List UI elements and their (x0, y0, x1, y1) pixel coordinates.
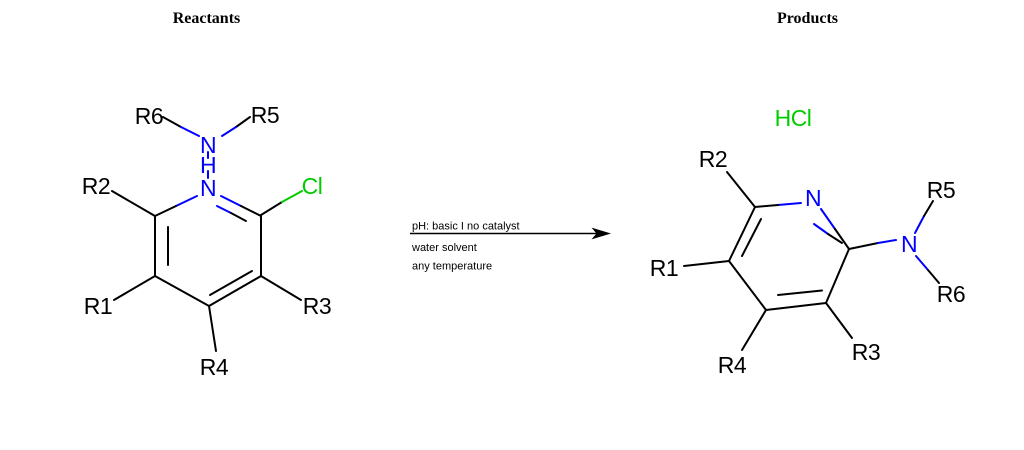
r5-label: R5 (927, 177, 955, 203)
chlorine-label: Cl (302, 173, 323, 199)
r3-label: R3 (852, 339, 880, 365)
bond-aminen-r5-blue (914, 215, 925, 234)
ring-nitrogen-label: N (200, 175, 216, 201)
product-structure: HCl R2 N R5 N R6 R1 R4 R3 (650, 105, 966, 378)
bond-r6-n-outer (162, 116, 182, 128)
bond-c3-c4 (154, 275, 210, 307)
reaction-conditions: pH: basic I no catalyst water solvent an… (410, 221, 611, 273)
bond-c6-aminen-blue (877, 239, 897, 244)
bond-c3-r1 (683, 260, 730, 267)
r4-label: R4 (718, 352, 747, 378)
reaction-arrow-head (591, 227, 611, 240)
r6-label: R6 (937, 281, 965, 307)
bond-c2-r2 (111, 190, 156, 217)
products-title: Products (777, 10, 838, 27)
bond-ringn-c6-black (834, 228, 850, 250)
r4-label: R4 (200, 354, 229, 380)
r1-label: R1 (650, 255, 678, 281)
bond-c4-r4 (741, 309, 767, 351)
bond-c6-cl-green (281, 190, 303, 203)
amine-hydrogen-label: H (200, 152, 216, 178)
bond-c5-r3 (260, 275, 302, 301)
bond-c5-c6 (825, 248, 850, 304)
bond-c2-r2 (726, 171, 756, 208)
reactant-structure: R6 R5 N H N R2 Cl R1 R3 R4 (82, 102, 332, 380)
bond-ringn-c6-black (240, 205, 262, 217)
hcl-byproduct-label: HCl (775, 105, 812, 131)
bond-c5-r3 (825, 302, 853, 339)
condition-ph-catalyst: pH: basic I no catalyst (412, 221, 520, 233)
condition-solvent: water solvent (411, 242, 477, 254)
bond-r5-n-outer (235, 116, 251, 128)
r1-label: R1 (84, 293, 112, 319)
bond-ringn-c6-blue (220, 195, 242, 207)
bond-ringn-c2-black (754, 204, 779, 208)
bond-ringn-c2-blue (175, 195, 198, 207)
bond-aminen-r6-black (927, 269, 940, 284)
double-ringn-c6-inner-blue (216, 205, 232, 214)
bond-c4-c5 (765, 302, 827, 311)
ring-nitrogen-label: N (805, 185, 821, 211)
bond-ringn-c2-blue (777, 202, 802, 206)
bond-ringn-c2-black (154, 205, 177, 217)
amine-nitrogen-label: N (901, 231, 917, 257)
bond-c2-c3 (728, 206, 756, 262)
bond-c3-c4 (728, 260, 767, 311)
bond-aminen-r5-black (923, 200, 934, 217)
double-c4-c5-inner (209, 270, 253, 296)
bond-aminen-r6-blue (915, 255, 929, 271)
reactants-title: Reactants (173, 10, 241, 27)
double-ringn-c6-inner-black (230, 212, 247, 222)
bond-c4-c5 (208, 275, 262, 307)
bond-c6-cl-black (260, 201, 283, 216)
r2-label: R2 (699, 146, 727, 172)
r2-label: R2 (82, 173, 110, 199)
double-c4-c5-inner (777, 289, 823, 296)
double-c2-c3-inner (741, 218, 762, 257)
bond-c4-r4 (208, 305, 217, 352)
bond-r6-n-inner (180, 126, 200, 137)
condition-temperature: any temperature (412, 261, 492, 273)
bond-c6-aminen-black (848, 242, 879, 250)
bond-r5-n-inner (221, 126, 237, 137)
r6-label: R6 (135, 103, 163, 129)
double-ringn-c6-inner-blue (813, 223, 829, 235)
bond-ringn-c6-blue (820, 208, 836, 230)
r3-label: R3 (303, 293, 331, 319)
double-ringn-c6-inner-black (827, 233, 843, 244)
r5-label: R5 (251, 102, 279, 128)
bond-c3-r1 (113, 275, 156, 301)
amine-nitrogen-label: N (200, 132, 216, 158)
